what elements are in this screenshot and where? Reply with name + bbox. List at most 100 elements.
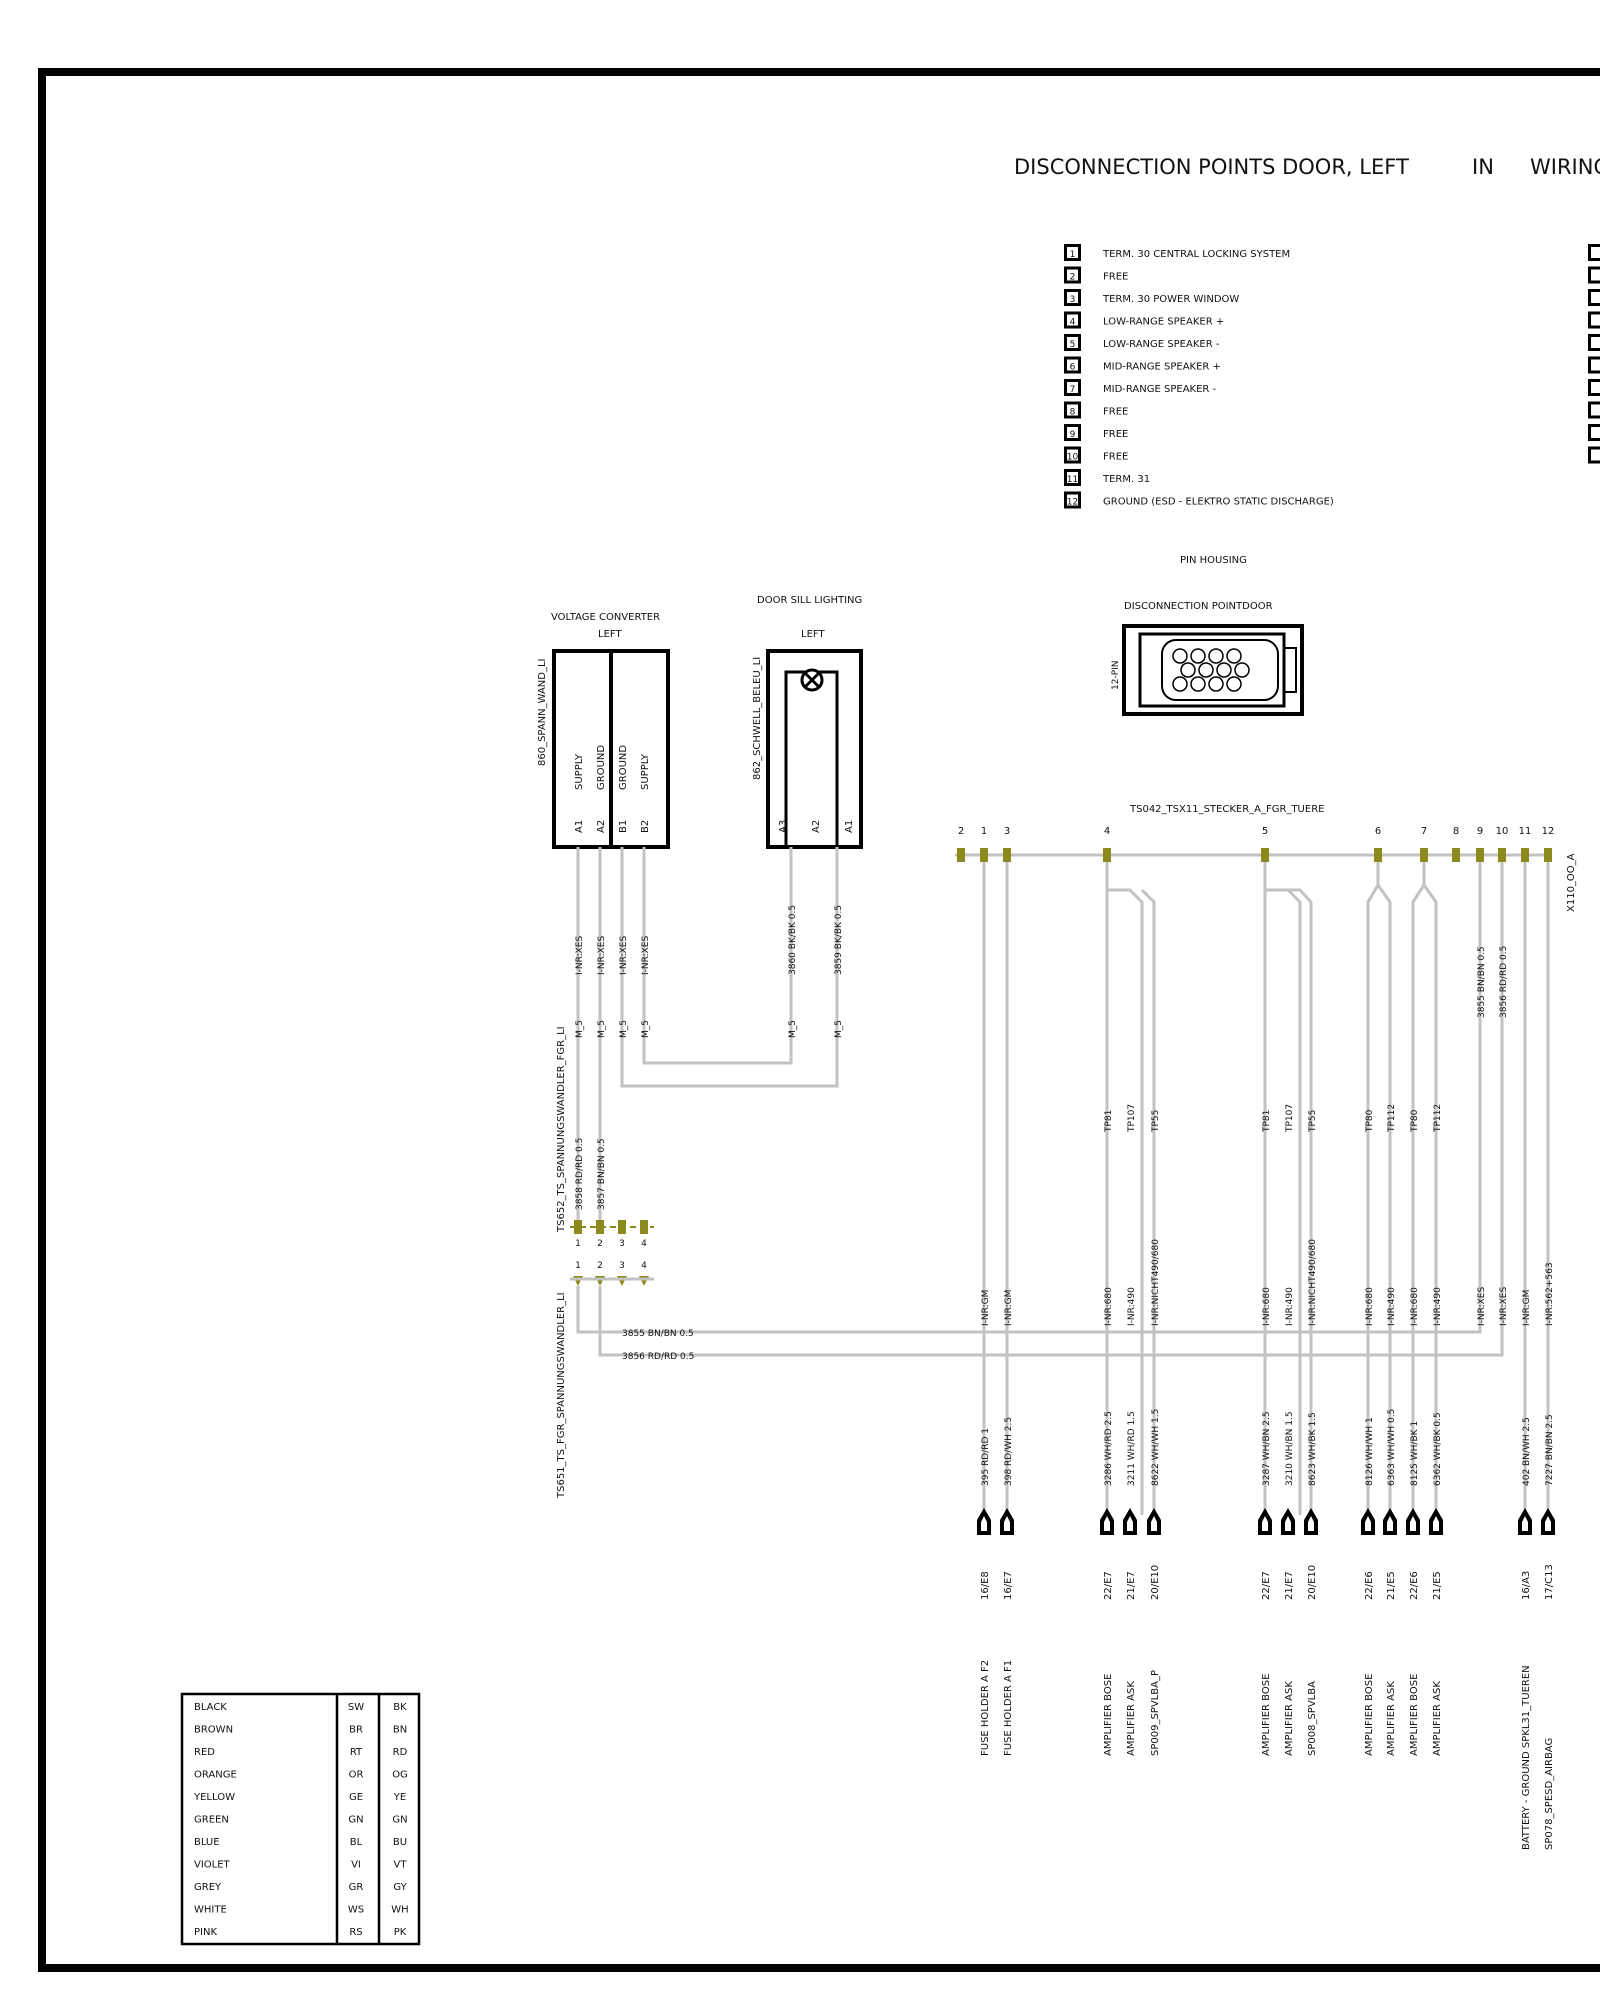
tp-label: TP80	[1365, 1109, 1375, 1133]
legend-color-code-de: SW	[348, 1702, 364, 1713]
connector-x110-label: X110_OO_A	[1566, 853, 1577, 912]
pin-housing-label: PIN HOUSING	[1180, 555, 1247, 566]
terminal-lug-icon	[977, 1508, 991, 1535]
wire-spec-label: 8125 WH/BK 1	[1410, 1421, 1420, 1486]
pin-number: 7	[1070, 385, 1076, 395]
destination-label: AMPLIFIER BOSE	[1364, 1674, 1375, 1756]
pin-number: 8	[1070, 408, 1076, 418]
terminal-lug-icon	[1123, 1508, 1137, 1535]
legend-color-code-de: OR	[349, 1770, 364, 1781]
ts652-pin-number: 1	[575, 1239, 581, 1249]
vc-pin-function: GROUND	[618, 745, 629, 790]
location-label: 16/A3	[1521, 1571, 1532, 1600]
legend-color-name: BLUE	[194, 1837, 220, 1848]
pin-description: FREE	[1103, 429, 1128, 440]
vc-pin-function: GROUND	[596, 745, 607, 790]
ts652-pin-number: 3	[619, 1239, 625, 1249]
connector-pin	[1103, 848, 1111, 862]
housing-pin-circle	[1216, 662, 1232, 678]
wire-spec-label: 398 RD/WH 2.5	[1004, 1417, 1014, 1486]
connector-pin	[1003, 848, 1011, 862]
pin-description: TERM. 30 CENTRAL LOCKING SYSTEM	[1102, 249, 1290, 260]
legend-color-name: BLACK	[194, 1702, 227, 1713]
location-label: 20/E10	[1150, 1565, 1161, 1600]
location-label: 22/E6	[1364, 1571, 1375, 1600]
legend-color-code-de: RT	[350, 1747, 363, 1758]
legend-color-code-de: RS	[349, 1927, 362, 1938]
destination-label: SP078_SPESD_AIRBAG	[1544, 1738, 1555, 1850]
connector-pin-number: 9	[1477, 826, 1483, 837]
terminal-lug-icon	[1281, 1508, 1295, 1535]
terminal-lug-icon	[1406, 1508, 1420, 1535]
vc-pin-id: B2	[640, 820, 651, 833]
legend-color-name: RED	[194, 1747, 215, 1758]
wire-m5-label: M_5	[575, 1020, 585, 1038]
connector-pin-number: 11	[1519, 826, 1532, 837]
legend-color-code-en: YE	[393, 1792, 406, 1803]
inr-label: I-NR:NICHT490/680	[1308, 1239, 1318, 1326]
title-in: IN	[1472, 155, 1494, 179]
housing-pin-circle	[1208, 676, 1224, 692]
legend-color-name: GREY	[194, 1882, 222, 1893]
wire-label: I-NR:XES	[641, 936, 651, 975]
connector-pin-number: 12	[1542, 826, 1555, 837]
housing-pin-circle	[1172, 676, 1188, 692]
tp-label: TP81	[1104, 1110, 1114, 1133]
tp-label: TP112	[1433, 1104, 1443, 1133]
destination-label: BATTERY - GROUND SPKL31_TUEREN	[1521, 1665, 1532, 1850]
wire-b2-sill	[642, 847, 793, 1065]
inr-label: I-NR:GM	[1004, 1290, 1014, 1326]
connector-pin-number: 4	[1104, 826, 1110, 837]
inr-label: I-NR:680	[1365, 1287, 1375, 1326]
terminal-lug-icon	[1361, 1508, 1375, 1535]
voltage-converter-subtitle: LEFT	[598, 629, 622, 640]
tp-label: TP80	[1410, 1109, 1420, 1133]
legend-color-name: BROWN	[194, 1725, 233, 1736]
destination-label: AMPLIFIER BOSE	[1103, 1674, 1114, 1756]
wire-fanout-6	[1366, 862, 1392, 1515]
location-label: 20/E10	[1307, 1565, 1318, 1600]
ts651-pin-number: 2	[597, 1261, 603, 1271]
pin-housing-drawing: 12-PIN	[1111, 624, 1304, 716]
inr-label: I-NR:XES	[1499, 1287, 1509, 1326]
wire-fanout-5	[1263, 862, 1313, 1515]
legend-color-code-en: PK	[394, 1927, 407, 1938]
housing-pin-circle	[1226, 676, 1242, 692]
wire-spec-label: 7227 BN/BN 2.5	[1545, 1414, 1555, 1486]
pin-number: 12	[1067, 498, 1078, 508]
connector-pin-number: 5	[1262, 826, 1268, 837]
wire-label: 3860 BK/BK 0.5	[788, 905, 798, 975]
wires-layer	[576, 847, 1555, 1535]
wire-spec-label: 402 BN/WH 2.5	[1522, 1417, 1532, 1486]
pin-description: LOW-RANGE SPEAKER +	[1103, 317, 1224, 328]
location-label: 17/C13	[1544, 1564, 1555, 1600]
connector-ts042-label: TS042_TSX11_STECKER_A_FGR_TUERE	[1129, 804, 1324, 815]
destination-label: AMPLIFIER ASK	[1432, 1681, 1443, 1756]
destination-label: FUSE HOLDER A F2	[980, 1660, 991, 1756]
inr-label: I-NR:NICHT490/680	[1151, 1239, 1161, 1326]
connector-pin	[1261, 848, 1269, 862]
door-sill-code: 862_SCHWELL_BELEU_LI	[752, 657, 763, 780]
housing-pin-circle	[1198, 662, 1214, 678]
location-label: 22/E6	[1409, 1571, 1420, 1600]
wire-m5-label: M_5	[597, 1020, 607, 1038]
wire-3855	[576, 862, 1482, 1334]
destination-label: AMPLIFIER ASK	[1386, 1681, 1397, 1756]
pin-number: 10	[1067, 453, 1079, 463]
pin-description: TERM. 31	[1102, 474, 1150, 485]
ts651-pin-number: 4	[641, 1261, 647, 1271]
legend-color-code-de: BL	[350, 1837, 363, 1848]
legend-color-code-de: GR	[349, 1882, 364, 1893]
wire-spec-label: 3211 WH/RD 1.5	[1127, 1411, 1137, 1486]
wire-3855-label: 3855 BN/BN 0.5	[622, 1329, 694, 1339]
voltage-converter-code: 860_SPANN_WAND_LI	[537, 658, 548, 766]
inr-label: I-NR:490	[1387, 1287, 1397, 1326]
legend-color-code-de: VI	[351, 1860, 361, 1871]
location-label: 16/E7	[1003, 1571, 1014, 1600]
housing-pin-circle	[1190, 676, 1206, 692]
inr-label: I-NR:490	[1433, 1287, 1443, 1326]
legend-color-name: WHITE	[194, 1905, 227, 1916]
connector-pin-number: 2	[958, 826, 964, 837]
